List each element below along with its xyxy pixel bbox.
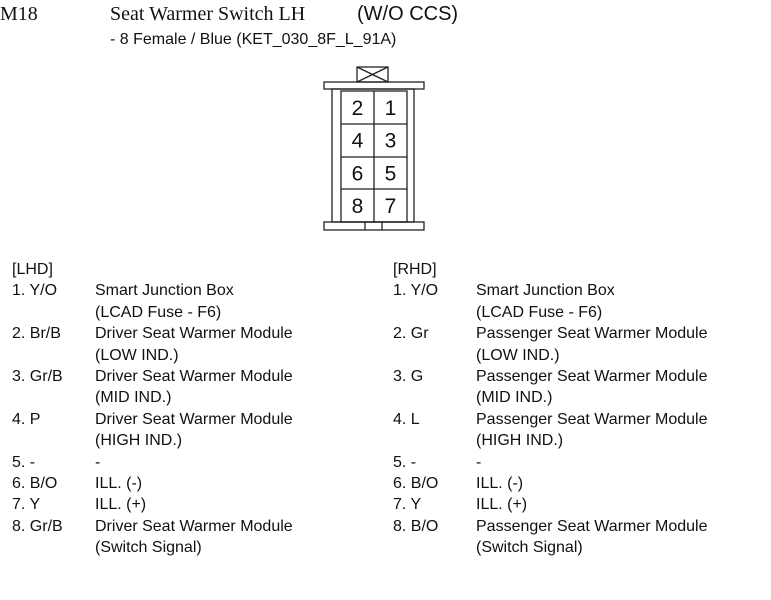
pin-row: 5. - - xyxy=(12,452,293,473)
pin-wire: 8. B/O xyxy=(393,517,439,535)
pin-row: 5. - - xyxy=(393,452,708,473)
pin-number: 8 xyxy=(352,195,364,218)
pin-description: (Switch Signal) xyxy=(95,539,202,557)
pin-description: (LOW IND.) xyxy=(476,346,560,364)
connector-subtitle: - 8 Female / Blue (KET_030_8F_L_91A) xyxy=(110,31,397,48)
pin-number: 3 xyxy=(385,130,397,153)
pin-description: Smart Junction Box xyxy=(95,282,234,300)
pin-row: 4. P Driver Seat Warmer Module (HIGH IND.) xyxy=(12,409,293,452)
pin-description: ILL. (-) xyxy=(476,474,524,492)
pin-description: Passenger Seat Warmer Module xyxy=(476,410,708,428)
pin-description: ILL. (+) xyxy=(476,496,528,514)
pin-number: 6 xyxy=(352,162,364,185)
pin-wire: 5. - xyxy=(12,453,36,471)
pin-row: 6. B/O ILL. (-) xyxy=(12,473,293,494)
lhd-label: [LHD] xyxy=(12,261,53,278)
pin-number: 7 xyxy=(385,195,397,218)
pin-description: (Switch Signal) xyxy=(476,539,583,557)
pin-description: (HIGH IND.) xyxy=(95,432,183,450)
pin-row: 1. Y/O Smart Junction Box (LCAD Fuse - F6) xyxy=(12,280,293,323)
lhd-pin-list: [LHD] 1. Y/O Smart Junction Box (LCAD Fuse … xyxy=(12,259,293,559)
pin-description: Driver Seat Warmer Module xyxy=(95,517,293,535)
pin-row: 2. Gr Passenger Seat Warmer Module (LOW IN… xyxy=(393,323,708,366)
pin-number: 4 xyxy=(352,130,364,153)
pin-wire: 2. Br/B xyxy=(12,325,61,343)
pin-wire: 3. G xyxy=(393,367,424,385)
rhd-label: [RHD] xyxy=(393,261,437,278)
pin-number: 1 xyxy=(385,97,397,120)
pin-wire: 1. Y/O xyxy=(12,282,58,300)
pin-row: 3. Gr/B Driver Seat Warmer Module (MID IND… xyxy=(12,366,293,409)
pin-description: (LCAD Fuse - F6) xyxy=(476,303,603,321)
rhd-pin-list: [RHD] 1. Y/O Smart Junction Box (LCAD Fuse … xyxy=(393,259,708,559)
pin-description: - xyxy=(476,453,482,471)
connector-code: M18 xyxy=(0,3,38,25)
pin-description: Passenger Seat Warmer Module xyxy=(476,367,708,385)
pin-number: 2 xyxy=(352,97,364,120)
pin-row: 2. Br/B Driver Seat Warmer Module (LOW IND… xyxy=(12,323,293,366)
pin-row: 8. Gr/B Driver Seat Warmer Module (Switch … xyxy=(12,516,293,559)
pin-wire: 5. - xyxy=(393,453,417,471)
pin-wire: 4. P xyxy=(12,410,41,428)
pin-row: 6. B/O ILL. (-) xyxy=(393,473,708,494)
pin-row: 8. B/O Passenger Seat Warmer Module (Switc… xyxy=(393,516,708,559)
pin-description: Passenger Seat Warmer Module xyxy=(476,517,708,535)
pin-description: ILL. (+) xyxy=(95,496,147,514)
pin-description: Smart Junction Box xyxy=(476,282,615,300)
pin-wire: 2. Gr xyxy=(393,325,429,343)
pin-wire: 7. Y xyxy=(393,496,422,514)
pin-row: 1. Y/O Smart Junction Box (LCAD Fuse - F6) xyxy=(393,280,708,323)
pin-description: - xyxy=(95,453,101,471)
pin-wire: 6. B/O xyxy=(393,474,439,492)
pin-wire: 4. L xyxy=(393,410,420,428)
pin-description: (MID IND.) xyxy=(476,389,553,407)
connector-title: Seat Warmer Switch LH xyxy=(110,3,306,25)
pin-description: (LOW IND.) xyxy=(95,346,179,364)
pin-row: 7. Y ILL. (+) xyxy=(12,494,293,515)
pin-wire: 8. Gr/B xyxy=(12,517,63,535)
pin-description: Passenger Seat Warmer Module xyxy=(476,325,708,343)
pin-wire: 7. Y xyxy=(12,496,41,514)
pin-description: (LCAD Fuse - F6) xyxy=(95,303,222,321)
pin-wire: 1. Y/O xyxy=(393,282,439,300)
pin-description: Driver Seat Warmer Module xyxy=(95,325,293,343)
pin-number: 5 xyxy=(385,162,397,185)
pin-description: (MID IND.) xyxy=(95,389,172,407)
pin-wire: 3. Gr/B xyxy=(12,367,63,385)
pin-wire: 6. B/O xyxy=(12,474,58,492)
pin-row: 7. Y ILL. (+) xyxy=(393,494,708,515)
pin-row: 4. L Passenger Seat Warmer Module (HIGH IN… xyxy=(393,409,708,452)
pin-description: (HIGH IND.) xyxy=(476,432,564,450)
pin-description: Driver Seat Warmer Module xyxy=(95,367,293,385)
pin-row: 3. G Passenger Seat Warmer Module (MID IND… xyxy=(393,366,708,409)
pin-description: ILL. (-) xyxy=(95,474,143,492)
variant-label: (W/O CCS) xyxy=(357,3,459,25)
pin-description: Driver Seat Warmer Module xyxy=(95,410,293,428)
